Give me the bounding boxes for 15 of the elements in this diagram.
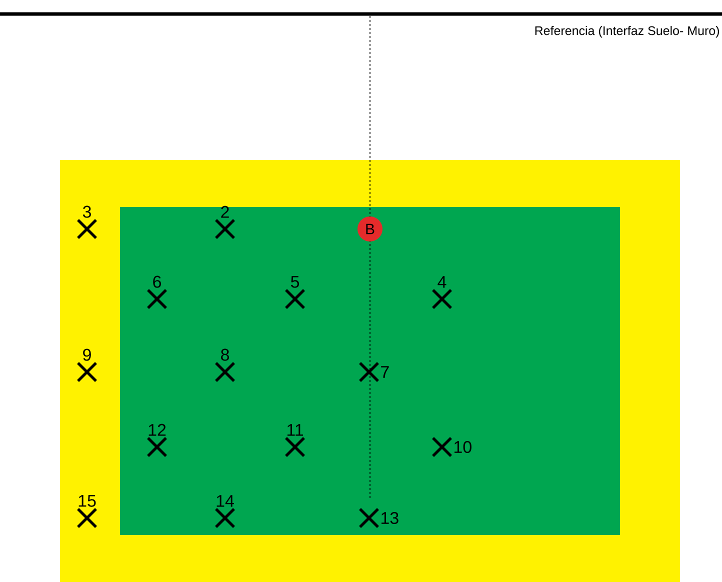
callout-number: 14 <box>216 495 234 507</box>
callout-number: 3 <box>82 206 91 218</box>
callout-number: 9 <box>83 348 91 361</box>
callout-number: 4 <box>438 276 446 288</box>
callout-number: 6 <box>153 276 161 288</box>
reference-label: Referencia (Interfaz Suelo- Muro) <box>535 26 719 38</box>
callout-number: 10 <box>454 440 472 454</box>
callout-number: 2 <box>221 206 229 218</box>
callout-number: 5 <box>290 276 300 288</box>
callout-number: 11 <box>287 424 303 436</box>
callout-number: 13 <box>382 512 398 524</box>
callout-number: 12 <box>148 424 166 436</box>
callout-number: 7 <box>381 366 389 378</box>
callout-number: 15 <box>78 494 96 507</box>
callout-number: 8 <box>221 348 229 361</box>
